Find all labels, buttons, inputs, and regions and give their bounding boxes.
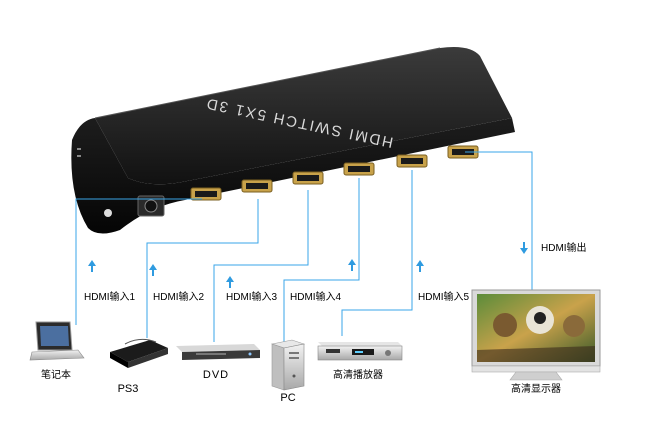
cables — [75, 151, 533, 343]
source-label-laptop: 笔记本 — [41, 368, 71, 381]
arrow-up-icon — [416, 260, 424, 272]
cable-input4 — [283, 178, 360, 343]
arrow-up-icon — [149, 264, 157, 276]
label-hdmi-in3: HDMI输入3 — [226, 290, 278, 303]
source-label-dvd: DVD — [203, 369, 229, 381]
indicator-light — [104, 209, 112, 217]
hdmi-switch-device: HDMI SWITCH 5X1 3D DC/5V Input1Input2Inp… — [71, 47, 515, 234]
power-label: DC/5V — [141, 220, 162, 227]
cable-input1 — [75, 198, 202, 325]
port-label: Input1 — [198, 205, 215, 211]
arrows — [88, 242, 528, 288]
arrow-up-icon — [348, 259, 356, 271]
source-label-hd-player: 高清播放器 — [333, 368, 383, 381]
connection-labels: HDMI输入1 HDMI输入2 HDMI输入3 HDMI输入4 HDMI输入5 … — [84, 241, 587, 303]
arrow-up-icon — [226, 276, 234, 288]
label-hdmi-in4: HDMI输入4 — [290, 290, 342, 303]
source-label-pc: PC — [280, 392, 295, 404]
device-top-surface — [95, 47, 512, 185]
label-hdmi-out: HDMI输出 — [541, 241, 587, 254]
port-label: Output1 — [452, 163, 474, 169]
dvd-player-icon — [176, 344, 260, 360]
port-input1: Input1 — [190, 187, 222, 211]
pc-tower-icon — [270, 339, 306, 391]
arrow-down-icon — [520, 242, 528, 254]
arrow-up-icon — [88, 260, 96, 272]
cable-input5 — [341, 170, 413, 336]
source-label-ps3: PS3 — [118, 383, 139, 395]
label-hdmi-in5: HDMI输入5 — [418, 290, 470, 303]
laptop-icon — [29, 321, 85, 361]
cable-input2 — [146, 199, 259, 338]
port-output1: Output1 — [447, 145, 479, 169]
game-console-icon — [110, 338, 168, 368]
power-jack: DC/5V — [137, 195, 165, 227]
cable-output1 — [465, 151, 533, 290]
display-label: 高清显示器 — [511, 382, 561, 395]
label-hdmi-in2: HDMI输入2 — [153, 290, 205, 303]
tv-display-icon — [471, 289, 601, 381]
label-hdmi-in1: HDMI输入1 — [84, 290, 136, 303]
port-input2: Input2 — [241, 179, 273, 203]
hd-player-icon — [317, 342, 403, 361]
port-label: Input2 — [249, 197, 266, 203]
cable-input3 — [213, 190, 309, 342]
